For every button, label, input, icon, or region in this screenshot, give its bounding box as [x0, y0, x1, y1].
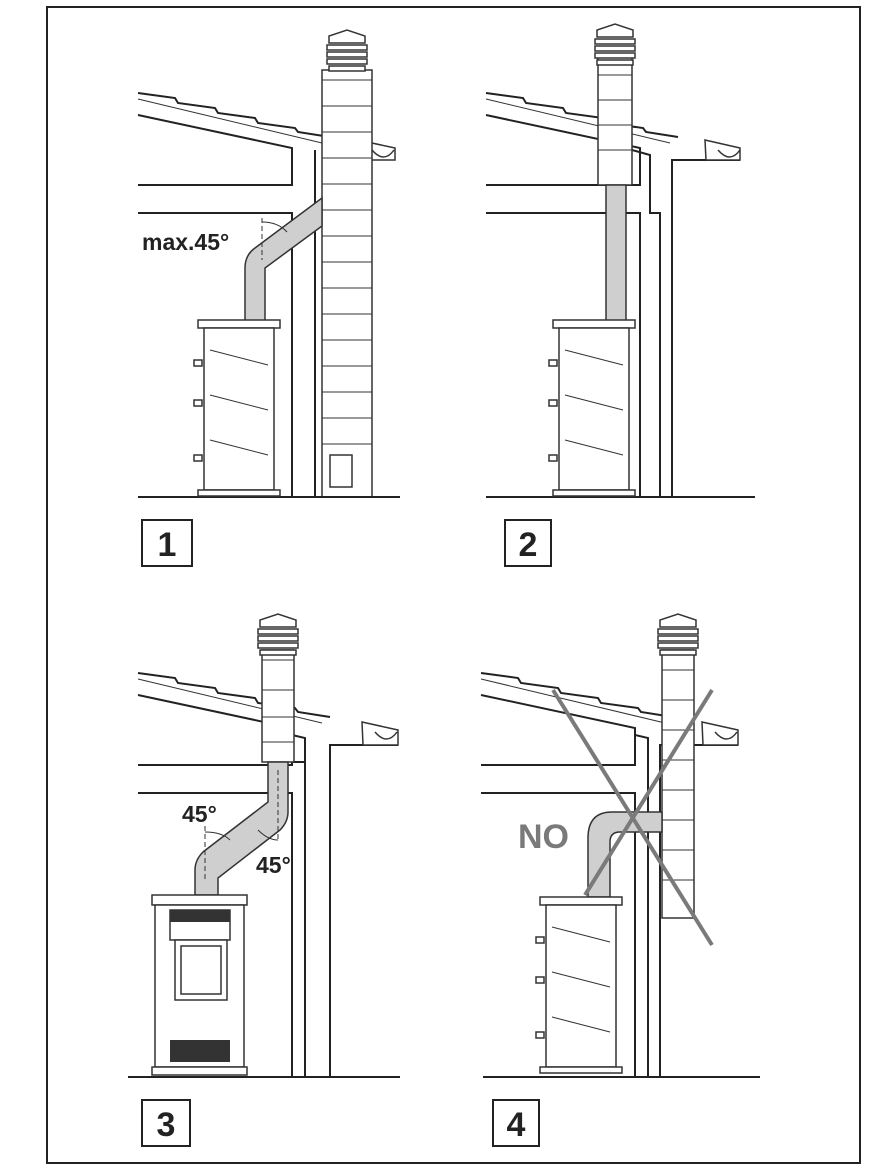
panel-number: 4 [507, 1106, 526, 1144]
no-label: NO [518, 818, 569, 856]
panel-number: 3 [157, 1106, 176, 1144]
chimney-cap [326, 29, 368, 72]
gutter [701, 721, 739, 746]
gutter [704, 139, 741, 161]
panel-number: 2 [519, 526, 538, 564]
angle-arc [261, 221, 288, 233]
panel-number-box [504, 519, 552, 567]
angle-label-top: 45° [182, 801, 217, 827]
stove [548, 319, 636, 497]
chimney-cap [657, 613, 699, 656]
outer-frame [46, 6, 861, 1164]
panel-number-box [141, 519, 193, 567]
chimney-stack [261, 649, 295, 763]
flue-pipe [605, 184, 627, 322]
angle-label: max.45° [142, 229, 229, 255]
gutter [361, 721, 399, 746]
stove [193, 319, 281, 497]
inspection-door [329, 454, 353, 488]
stove-front [151, 894, 248, 1076]
flue-pipe [587, 811, 663, 898]
panel-number-box [141, 1099, 191, 1147]
panel-2: 2 [485, 23, 755, 567]
panel-number: 1 [158, 526, 177, 564]
panel-4: NO 4 [480, 613, 760, 1147]
chimney-stack [661, 649, 695, 919]
cross-mark [551, 688, 714, 947]
stove [535, 896, 623, 1074]
chimney-stack [597, 54, 633, 186]
angle-label-bottom: 45° [256, 852, 291, 878]
chimney-bricks [322, 79, 372, 445]
panel-3: 45° 45° 3 [128, 613, 400, 1147]
panel-number-box [492, 1099, 540, 1147]
chimney-cap [257, 613, 299, 656]
panel-1: max.45° 1 [137, 29, 400, 567]
flue-pipe [244, 196, 323, 323]
chimney-stack [321, 69, 373, 498]
